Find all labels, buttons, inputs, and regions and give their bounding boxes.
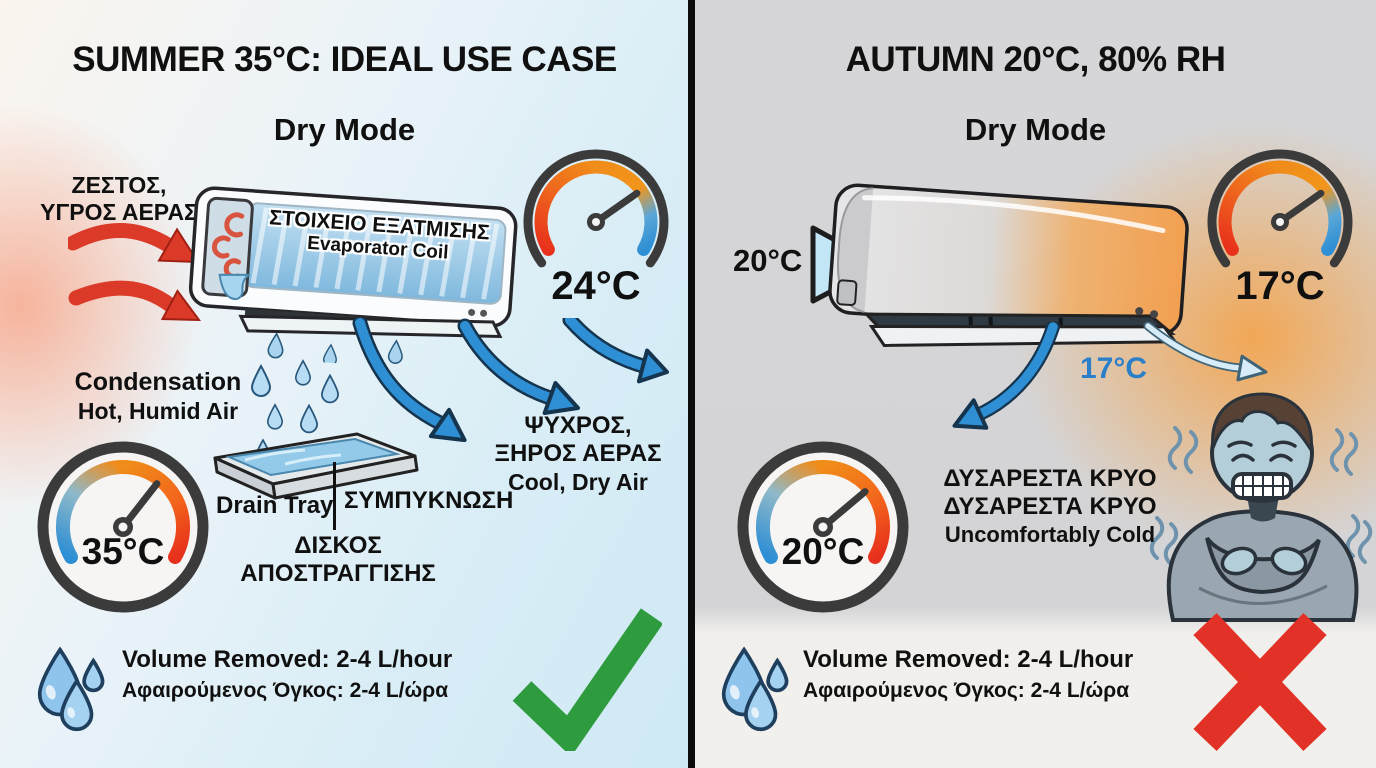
room-temp-gauge: 35°C: [33, 437, 213, 617]
ac-unit-body: [828, 183, 1189, 347]
gauge-icon: [37, 441, 209, 613]
indicator-dot: [480, 309, 488, 317]
evaporator-coil-box: [201, 196, 254, 298]
ac-unit-illustration: ΣΤΟΙΧΕΙΟ ΕΞΑΤΜΙΣΗΣ Evaporator Coil: [180, 173, 524, 376]
cool-air-label: ΨΥΧΡΟΣ, ΞΗΡΟΣ ΑΕΡΑΣ Cool, Dry Air: [494, 412, 662, 495]
drain-tray-label-el: ΔΙΣΚΟΣ ΑΠΟΣΤΡΑΓΓΙΣΗΣ: [240, 532, 436, 588]
drain-tray-illustration: [213, 432, 419, 500]
cool-air-arrows-icon: [352, 318, 669, 443]
autumn-title: AUTUMN 20°C, 80% RH: [845, 40, 1226, 79]
room-gauge-value: 20°C: [781, 531, 865, 572]
summer-title: SUMMER 35°C: IDEAL USE CASE: [72, 40, 617, 79]
room-gauge-value: 35°C: [81, 531, 165, 572]
summer-mode-label: Dry Mode: [273, 112, 416, 147]
gauge-icon: [523, 149, 669, 268]
hand: [1220, 546, 1258, 576]
hot-air-label: ΖΕΣΤΟΣ, ΥΓΡΟΣ ΑΕΡΑΣ: [40, 172, 198, 226]
ac-unit-illustration: [817, 171, 1202, 391]
condensation-label-el: ΣΥΜΠΥΚΝΩΣΗ: [344, 487, 514, 514]
outlet-gauge-value: 24°C: [551, 264, 641, 308]
hair: [1211, 392, 1313, 455]
volume-removed-text: Volume Removed: 2-4 L/hour Αφαιρούμενος …: [803, 646, 1134, 702]
autumn-panel: AUTUMN 20°C, 80% RH Dry Mode 20°C: [695, 0, 1376, 768]
coil-condensate-icon: [218, 273, 251, 301]
condensation-label: Condensation Hot, Humid Air: [74, 368, 242, 424]
draft-arrow-icon: [1143, 321, 1268, 382]
ac-unit-body: [188, 186, 518, 367]
indicator-dot: [1135, 307, 1144, 316]
gauge-icon: [737, 441, 909, 613]
outlet-temp-gauge: 17°C: [1200, 140, 1360, 308]
checkmark-icon: [512, 608, 662, 751]
gauge-icon: [1207, 149, 1353, 268]
water-drops-icon: [721, 646, 789, 732]
drain-tray-label-en: Drain Tray: [216, 492, 334, 519]
outlet-gauge-value: 17°C: [1235, 264, 1325, 308]
indicator-dot: [468, 308, 476, 316]
shivering-person-illustration: [1149, 392, 1373, 622]
cold-air-arrow-icon: [952, 322, 1060, 430]
panel-divider: [688, 0, 695, 768]
hot-air-arrows-icon: [68, 222, 202, 322]
room-temp-gauge: 20°C: [733, 437, 913, 617]
inlet-temp-label: 20°C: [733, 243, 803, 278]
volume-removed-text: Volume Removed: 2-4 L/hour Αφαιρούμενος …: [122, 646, 453, 702]
hand: [1270, 546, 1308, 576]
water-drops-icon: [37, 646, 105, 732]
indicator-dot: [1150, 310, 1159, 319]
uncomfortably-cold-label: ΔΥΣΑΡΕΣΤΑ ΚΡΥΟ ΔΥΣΑΡΕΣΤΑ ΚΡΥΟ Uncomforta…: [943, 465, 1157, 547]
autumn-mode-label: Dry Mode: [964, 112, 1107, 147]
summer-panel: SUMMER 35°C: IDEAL USE CASE Dry Mode ΖΕΣ…: [0, 0, 689, 768]
outlet-temp-gauge: 24°C: [516, 140, 676, 308]
outlet-air-temp-label: 17°C: [1080, 352, 1148, 385]
cross-icon: [1193, 612, 1327, 752]
tray-pointer-line: [333, 462, 336, 530]
